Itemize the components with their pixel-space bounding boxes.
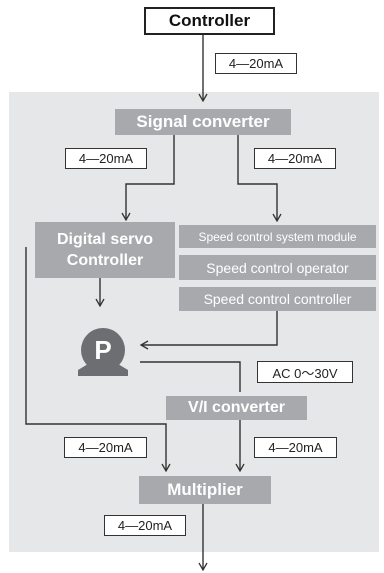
signal-label-top: 4—20mA xyxy=(215,53,297,74)
voltage-label-text: AC 0〜30V xyxy=(272,365,338,381)
line-speed-to-pump xyxy=(139,311,278,350)
voltage-label: AC 0〜30V xyxy=(257,361,353,383)
signal-label-bottom-left: 4—20mA xyxy=(64,437,147,458)
signal-label-left: 4—20mA xyxy=(65,148,147,169)
speed-control-operator-label: Speed control operator xyxy=(206,259,349,276)
signal-converter-label: Signal converter xyxy=(136,112,270,131)
vi-converter-box: V/I converter xyxy=(166,396,307,420)
controller-label: Controller xyxy=(168,11,251,30)
signal-converter-box: Signal converter xyxy=(115,109,291,135)
multiplier-label: Multiplier xyxy=(167,480,243,499)
speed-control-module-label: Speed control system module xyxy=(198,229,357,244)
speed-control-module-box: Speed control system module xyxy=(179,225,376,248)
signal-label-right: 4—20mA xyxy=(254,148,336,169)
signal-label-bottom-right: 4—20mA xyxy=(254,437,337,458)
line-converter-to-speed xyxy=(237,135,282,223)
signal-label-right-text: 4—20mA xyxy=(267,151,323,166)
signal-label-output-text: 4—20mA xyxy=(117,518,173,533)
signal-label-bottom-right-text: 4—20mA xyxy=(268,440,323,455)
speed-control-operator-box: Speed control operator xyxy=(179,255,376,280)
pump-label: P xyxy=(94,335,111,365)
line-converter-to-servo xyxy=(121,135,175,222)
digital-servo-label-line2: Controller xyxy=(66,252,144,269)
pump-icon: P xyxy=(78,328,128,376)
digital-servo-label-line1: Digital servo xyxy=(56,231,154,248)
speed-control-controller-label: Speed control controller xyxy=(203,291,352,307)
multiplier-box: Multiplier xyxy=(139,476,271,504)
digital-servo-controller-box: Digital servo Controller xyxy=(35,222,175,278)
signal-label-left-text: 4—20mA xyxy=(78,151,134,166)
speed-control-controller-box: Speed control controller xyxy=(179,287,376,311)
controller-box: Controller xyxy=(144,7,275,35)
line-pump-to-vi xyxy=(140,361,241,392)
vi-converter-label: V/I converter xyxy=(188,399,285,416)
signal-label-output: 4—20mA xyxy=(104,515,186,536)
signal-label-top-text: 4—20mA xyxy=(228,56,284,71)
signal-label-bottom-left-text: 4—20mA xyxy=(78,440,133,455)
